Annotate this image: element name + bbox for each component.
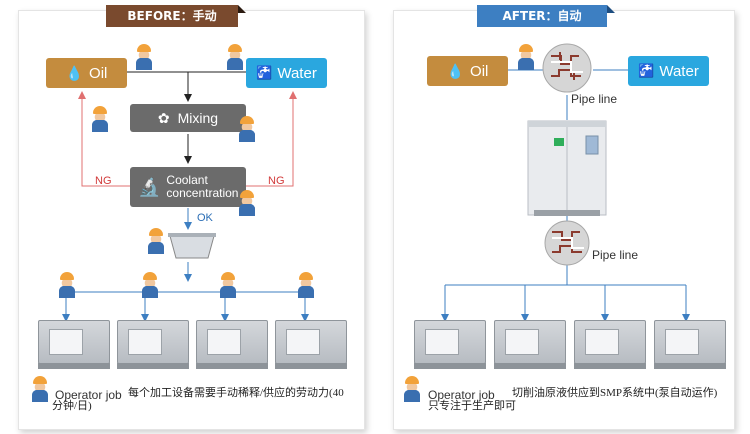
smp-unit <box>527 120 607 216</box>
before-tab-label: BEFORE：手动 <box>127 9 217 23</box>
before-water-label: Water <box>277 64 317 82</box>
operator-icon <box>516 44 536 70</box>
coolant-label-1: Coolant <box>166 173 208 187</box>
ok-label: OK <box>197 212 213 224</box>
operator-icon <box>296 272 316 298</box>
ng-left-label: NG <box>95 175 112 187</box>
after-tab: AFTER：自动 <box>477 5 615 27</box>
operator-icon <box>225 44 245 70</box>
operator-icon <box>30 376 50 402</box>
ng-lines <box>78 91 297 187</box>
before-oil-label: Oil <box>89 64 108 82</box>
machine-tool <box>38 320 110 369</box>
operator-icon <box>237 116 257 142</box>
before-water-box: 🚰 Water <box>246 58 327 88</box>
microscope-icon: 🔬 <box>138 176 161 197</box>
coolant-text: Coolant concentration <box>166 174 238 200</box>
mixing-label: Mixing <box>177 110 219 126</box>
operator-icon <box>57 272 77 298</box>
after-oil-box: 💧 Oil <box>427 56 508 86</box>
after-water-box: 🚰 Water <box>628 56 709 86</box>
machine-tool <box>654 320 726 369</box>
operator-icon <box>237 190 257 216</box>
after-feed-lines <box>508 69 628 285</box>
after-legend-text: 切削油原液供应到SMP系统中(泵自动运作)只专注于生产即可 <box>428 387 718 412</box>
before-tab: BEFORE：手动 <box>106 5 246 27</box>
operator-icon <box>134 44 154 70</box>
after-water-label: Water <box>659 62 699 80</box>
pipe-line-label-2: Pipe line <box>592 248 639 262</box>
operator-icon <box>402 376 422 402</box>
machine-tool <box>494 320 566 369</box>
after-distribution <box>441 284 690 322</box>
ng-right-label: NG <box>268 175 285 187</box>
oil-drop-icon: 💧 <box>446 62 465 79</box>
before-legend-label: Operator job <box>55 388 122 402</box>
water-faucet-icon: 🚰 <box>638 63 655 78</box>
machine-tool <box>196 320 268 369</box>
before-feed-lines <box>127 71 246 164</box>
after-tab-label: AFTER：自动 <box>502 9 582 23</box>
operator-icon <box>90 106 110 132</box>
operator-icon <box>218 272 238 298</box>
machine-tool <box>275 320 347 369</box>
pipe-line-label-1: Pipe line <box>571 92 618 106</box>
pipe-junction-icon <box>544 220 590 266</box>
before-oil-box: 💧 Oil <box>46 58 127 88</box>
operator-icon <box>146 228 166 254</box>
mixing-box: ✿ Mixing <box>130 104 246 132</box>
machine-tool <box>574 320 646 369</box>
mixing-fan-icon: ✿ <box>157 109 170 126</box>
machine-tool <box>414 320 486 369</box>
water-faucet-icon: 🚰 <box>256 65 273 80</box>
operator-icon <box>140 272 160 298</box>
after-legend-label: Operator job <box>428 388 495 402</box>
after-oil-label: Oil <box>470 62 489 80</box>
machine-tool <box>117 320 189 369</box>
coolant-box: 🔬 Coolant concentration <box>130 167 246 207</box>
pipe-junction-icon <box>542 43 592 93</box>
coolant-label-2: concentration <box>166 186 239 200</box>
before-legend-text: 每个加工设备需要手动稀释/供应的劳动力(40分钟/日) <box>52 387 344 412</box>
oil-drop-icon: 💧 <box>65 64 84 81</box>
